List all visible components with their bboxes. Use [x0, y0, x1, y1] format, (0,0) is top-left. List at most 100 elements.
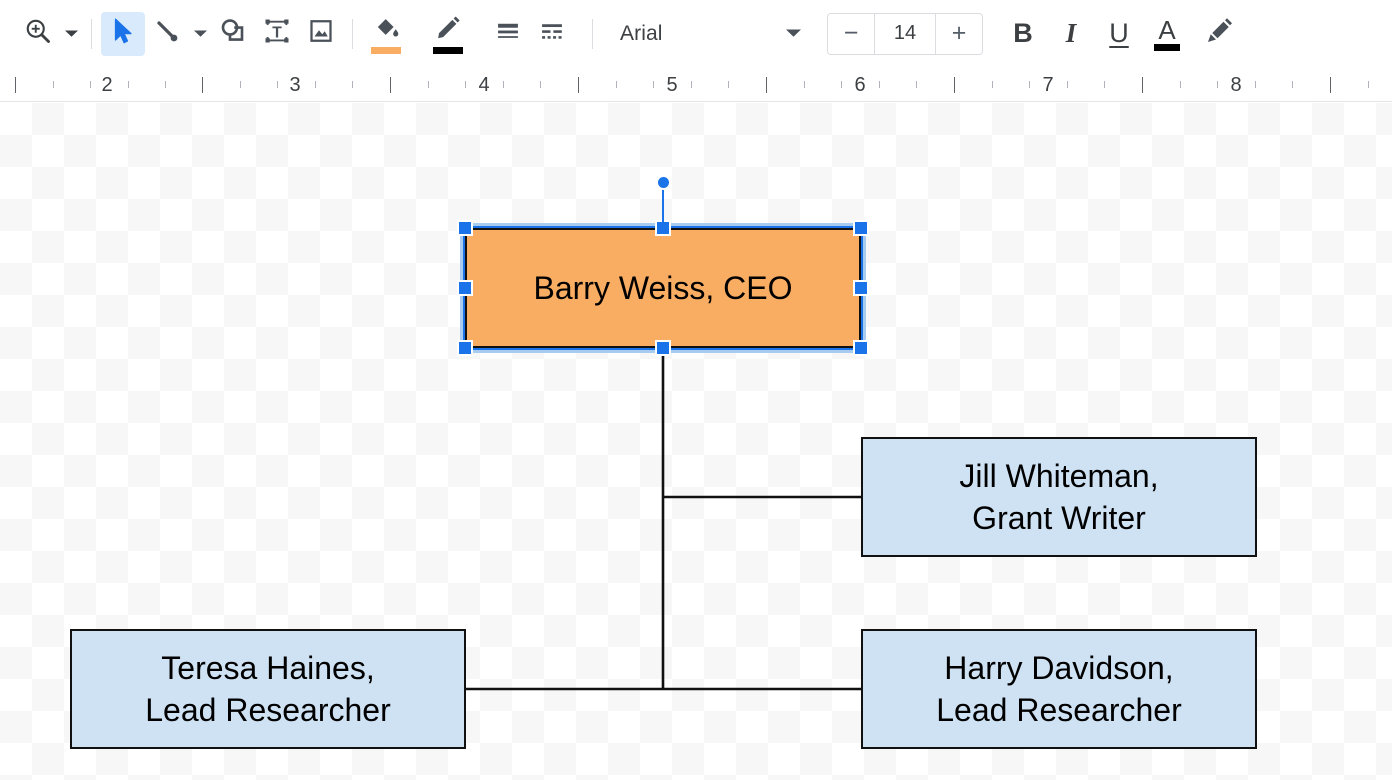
shape-tool-button[interactable] — [211, 12, 255, 56]
ruler-minor-tick — [879, 81, 880, 88]
font-size-increase-button[interactable]: + — [936, 13, 982, 54]
shape-node-ceo[interactable]: Barry Weiss, CEO — [465, 228, 861, 348]
shape-node-lead-researcher-left[interactable]: Teresa Haines, Lead Researcher — [70, 629, 466, 749]
font-size-stepper: − 14 + — [827, 12, 983, 55]
cursor-arrow-icon — [108, 16, 138, 51]
shape-node-lead-researcher-right[interactable]: Harry Davidson, Lead Researcher — [861, 629, 1257, 749]
ruler-number-label: 8 — [1230, 74, 1242, 96]
ruler-major-tick — [390, 77, 391, 93]
ruler-major-tick — [578, 77, 579, 93]
border-color-swatch — [433, 46, 463, 54]
ruler-minor-tick — [653, 81, 654, 88]
ruler-minor-tick — [1292, 81, 1293, 88]
resize-handle-se[interactable] — [853, 340, 869, 356]
line-dash-icon — [538, 17, 566, 50]
zoom-dropdown-caret[interactable] — [60, 12, 82, 56]
connector-layer — [466, 348, 861, 691]
marker-pen-icon — [1204, 16, 1234, 51]
ruler-minor-tick — [540, 81, 541, 88]
ruler-minor-tick — [53, 81, 54, 88]
ruler-minor-tick — [90, 81, 91, 88]
bold-button[interactable]: B — [1013, 18, 1033, 48]
rotation-handle-stem — [662, 182, 664, 231]
shape-node-grant-writer[interactable]: Jill Whiteman, Grant Writer — [861, 437, 1257, 557]
line-weight-button[interactable] — [486, 12, 530, 56]
stepper-divider-left — [874, 13, 875, 54]
line-weight-icon — [494, 17, 522, 50]
ruler-number-label: 7 — [1042, 74, 1054, 96]
ruler-number-label: 6 — [854, 74, 866, 96]
paint-bucket-icon — [373, 14, 400, 46]
ruler-major-tick — [766, 77, 767, 93]
ruler-minor-tick — [277, 81, 278, 88]
text-box-icon: T — [262, 16, 292, 51]
ruler-minor-tick — [1255, 81, 1256, 88]
ruler-number-label: 4 — [478, 74, 490, 96]
textbox-tool-button[interactable]: T — [255, 12, 299, 56]
ruler-minor-tick — [428, 81, 429, 88]
font-size-input[interactable]: 14 — [875, 13, 935, 54]
select-tool-button[interactable] — [101, 11, 145, 56]
ruler-major-tick — [1330, 77, 1331, 93]
svg-text:T: T — [272, 25, 282, 42]
line-tool-button[interactable] — [145, 12, 189, 56]
text-color-button[interactable]: A — [1143, 12, 1191, 56]
ruler-major-tick — [202, 77, 203, 93]
italic-button[interactable]: I — [1065, 18, 1077, 48]
ruler-minor-tick — [616, 81, 617, 88]
zoom-in-icon — [23, 16, 53, 51]
text-color-letter: A — [1158, 14, 1176, 45]
fill-color-button[interactable] — [362, 12, 410, 56]
ruler-major-tick — [954, 77, 955, 93]
shapes-icon — [218, 16, 248, 51]
ruler-minor-tick — [916, 81, 917, 88]
fill-color-swatch — [371, 46, 401, 54]
text-color-swatch — [1154, 43, 1180, 51]
ruler-major-tick — [1142, 77, 1143, 93]
line-icon — [152, 16, 182, 51]
font-size-decrease-button[interactable]: − — [828, 13, 874, 54]
underline-button[interactable]: U — [1109, 18, 1129, 48]
toolbar-divider-3 — [592, 18, 593, 49]
resize-handle-sw[interactable] — [457, 340, 473, 356]
ruler-minor-tick — [240, 81, 241, 88]
highlight-color-button[interactable] — [1197, 12, 1241, 56]
pencil-icon — [435, 14, 462, 46]
ruler-minor-tick — [1180, 81, 1181, 88]
ruler-minor-tick — [352, 81, 353, 88]
resize-handle-s[interactable] — [655, 340, 671, 356]
ruler-minor-tick — [1067, 81, 1068, 88]
ruler-minor-tick — [128, 81, 129, 88]
line-dash-button[interactable] — [530, 12, 574, 56]
ruler-minor-tick — [1368, 81, 1369, 88]
font-family-select[interactable]: Arial — [602, 13, 807, 55]
chevron-down-icon — [786, 25, 801, 43]
ruler-minor-tick — [841, 81, 842, 88]
ruler-major-tick — [15, 77, 16, 93]
ruler-minor-tick — [992, 81, 993, 88]
rotation-handle[interactable] — [655, 174, 671, 190]
ruler-minor-tick — [691, 81, 692, 88]
resize-handle-ne[interactable] — [853, 220, 869, 236]
ruler-minor-tick — [165, 81, 166, 88]
image-tool-button[interactable] — [299, 12, 343, 56]
resize-handle-w[interactable] — [457, 280, 473, 296]
border-color-button[interactable] — [424, 12, 472, 56]
ruler-minor-tick — [1029, 81, 1030, 88]
resize-handle-e[interactable] — [853, 280, 869, 296]
ruler-minor-tick — [1104, 81, 1105, 88]
main-toolbar: T — [0, 0, 1392, 68]
ruler-minor-tick — [728, 81, 729, 88]
toolbar-divider-1 — [91, 18, 92, 49]
ruler-number-label: 2 — [101, 74, 113, 96]
chevron-down-icon — [193, 25, 207, 43]
line-dropdown-caret[interactable] — [189, 12, 211, 56]
chevron-down-icon — [64, 25, 78, 43]
resize-handle-nw[interactable] — [457, 220, 473, 236]
ruler-number-label: 5 — [666, 74, 678, 96]
ruler-minor-tick — [315, 81, 316, 88]
zoom-tool-button[interactable] — [16, 12, 60, 56]
